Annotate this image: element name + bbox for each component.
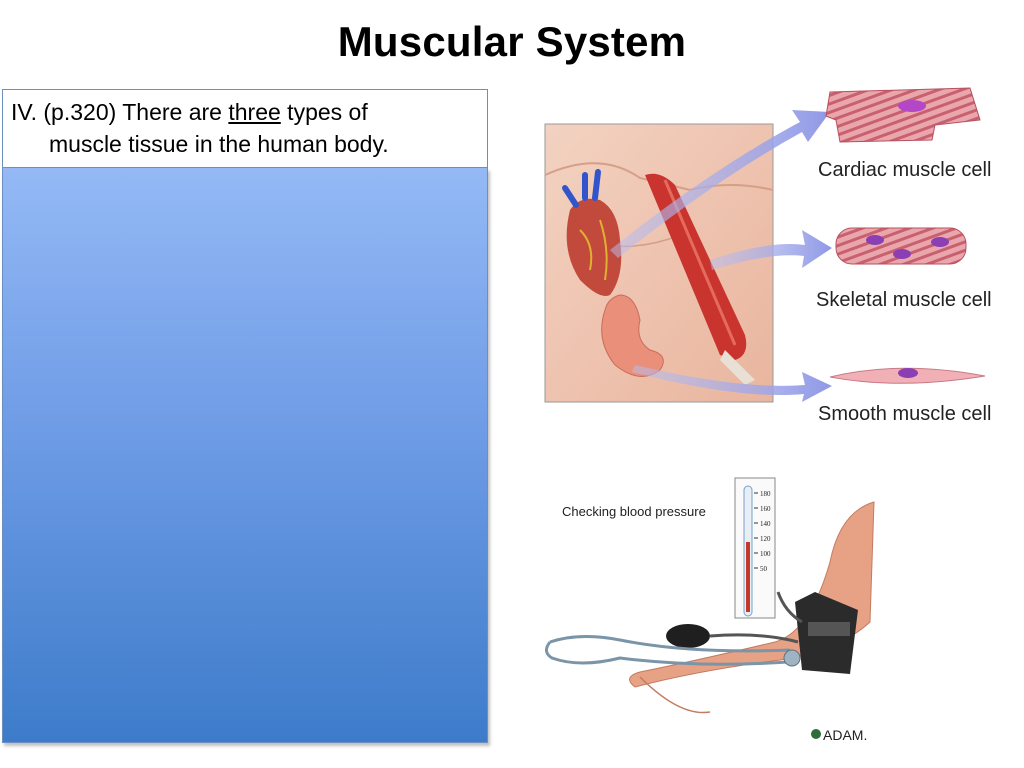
bp-caption: Checking blood pressure <box>562 504 706 519</box>
gauge-tick-label: 140 <box>760 520 771 528</box>
bullet-text-box: IV. (p.320) There are three types of mus… <box>2 89 488 168</box>
gauge-tick-label: 100 <box>760 550 771 558</box>
skeletal-label: Skeletal muscle cell <box>816 289 992 311</box>
bullet-prefix: IV. (p.320) There are <box>11 99 229 125</box>
bullet-suffix: types of <box>280 99 368 125</box>
gauge-tick-label: 120 <box>760 535 771 543</box>
bp-cuff <box>795 592 858 674</box>
gauge-ticks: 180 160 140 120 100 50 <box>754 490 771 573</box>
bullet-line-2: muscle tissue in the human body. <box>49 131 389 157</box>
bullet-emphasis: three <box>228 99 281 125</box>
stomach-icon <box>601 294 664 377</box>
blue-gradient-panel <box>2 168 488 743</box>
gauge-tick-label: 180 <box>760 490 771 498</box>
skeletal-muscle-cell <box>835 227 967 265</box>
heart-icon <box>562 169 622 296</box>
stethoscope <box>545 634 801 667</box>
arrow-to-cardiac <box>610 110 830 258</box>
gauge-tick-label: 160 <box>760 505 771 513</box>
arrow-to-smooth <box>632 365 832 402</box>
gauge-tick-label: 50 <box>760 565 768 573</box>
smooth-muscle-cell <box>829 367 986 384</box>
cardiac-label: Cardiac muscle cell <box>818 159 991 181</box>
slide-title: Muscular System <box>337 18 687 65</box>
smooth-label: Smooth muscle cell <box>818 403 991 425</box>
adam-credit: ADAM. <box>823 727 867 743</box>
pump-bulb <box>666 591 803 648</box>
cardiac-muscle-cell <box>825 87 981 143</box>
muscle-types-figure: Cardiac muscle cell Skeletal muscle cell… <box>544 87 992 425</box>
pressure-gauge: 180 160 140 120 100 50 <box>734 477 776 619</box>
adam-logo <box>811 729 821 739</box>
arrow-to-skeletal <box>710 230 832 270</box>
blood-pressure-figure: Checking blood pressure 180 160 140 120 100 5… <box>545 477 875 743</box>
bullet-line-1: IV. (p.320) There are three types of <box>11 96 479 128</box>
